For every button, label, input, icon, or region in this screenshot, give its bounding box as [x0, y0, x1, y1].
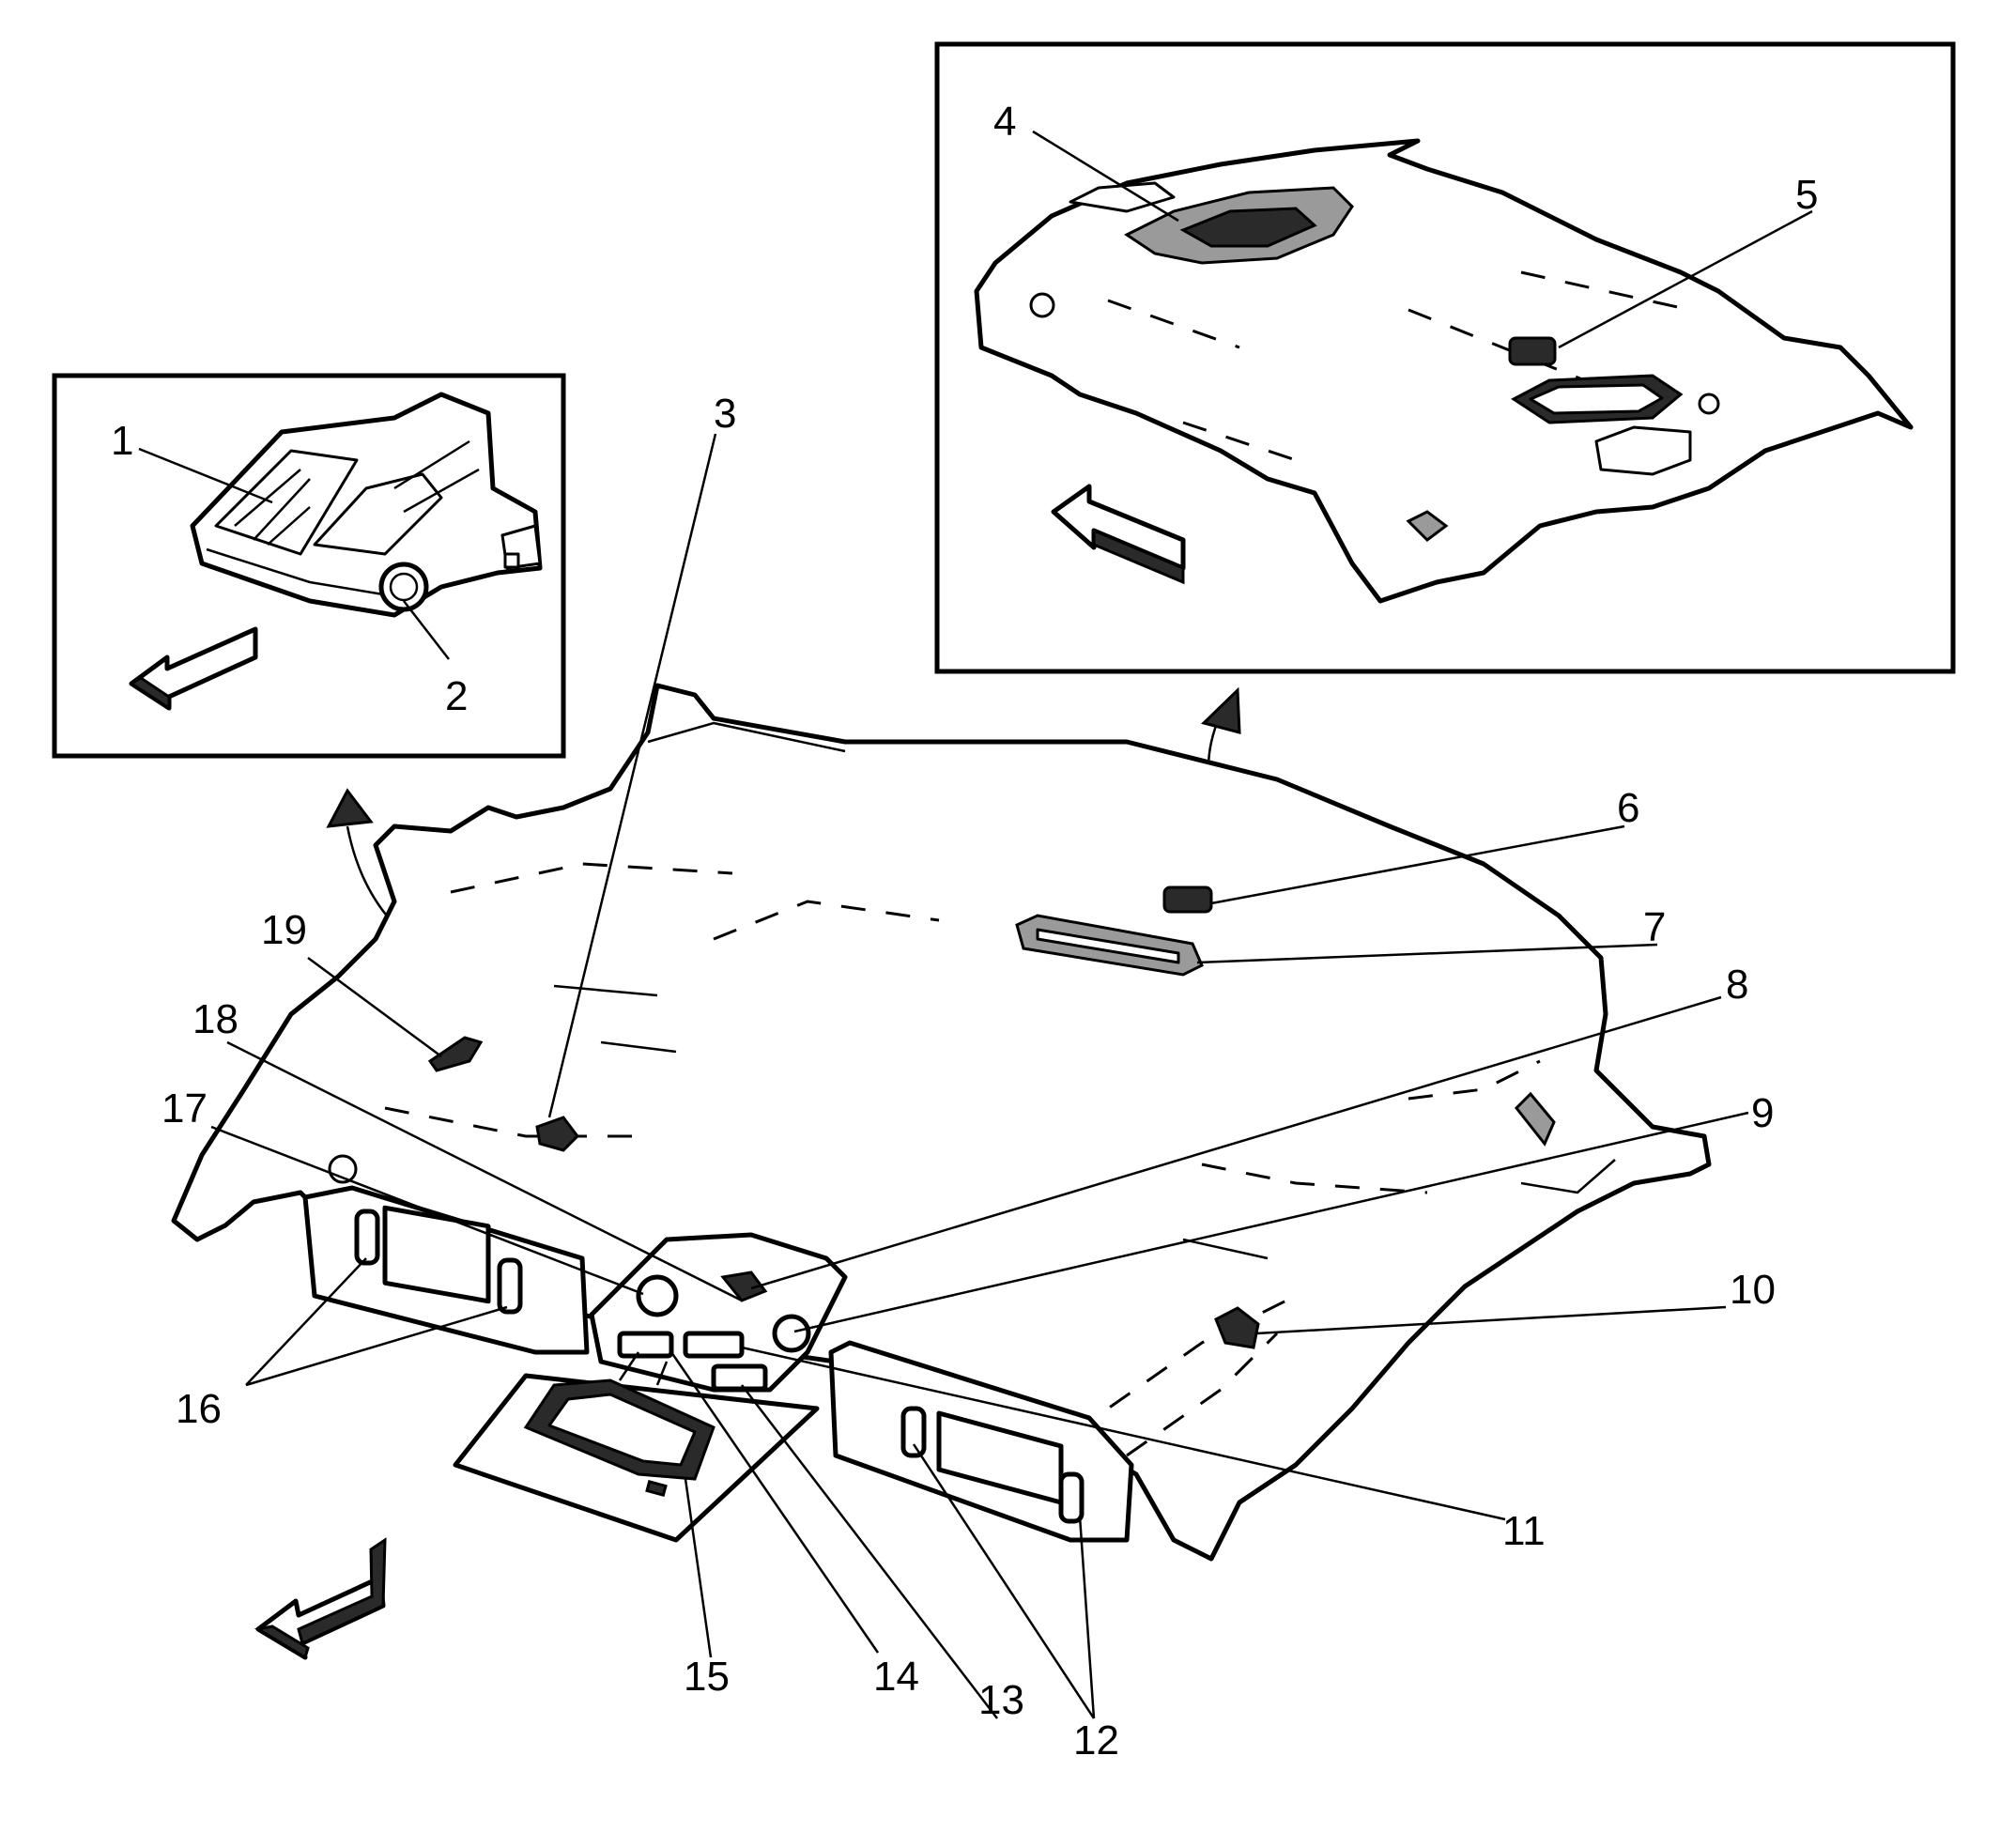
vanity-lamp-left-b — [497, 1257, 523, 1315]
reading-lamp-18 — [636, 1274, 679, 1317]
reading-lamp-lens — [378, 562, 429, 612]
console-switch-8 — [720, 1270, 768, 1302]
vanity-mirror-left — [382, 1205, 491, 1304]
headliner-main — [171, 683, 1712, 1660]
dome-lamp-part — [1508, 336, 1557, 366]
callout-5: 5 — [1795, 172, 1818, 218]
grab-handle-19 — [427, 1036, 484, 1072]
callout-6: 6 — [1617, 785, 1639, 831]
callout-10: 10 — [1730, 1267, 1776, 1313]
callout-4: 4 — [993, 99, 1016, 145]
rear-grab-handle — [1514, 1091, 1556, 1147]
dome-lamp — [1162, 886, 1213, 914]
callout-15: 15 — [684, 1654, 730, 1700]
forward-direction-arrow-icon — [129, 626, 258, 711]
vanity-lamp-left-a — [354, 1209, 380, 1266]
console-lens — [214, 449, 359, 556]
callout-8: 8 — [1726, 962, 1748, 1008]
callout-12: 12 — [1073, 1717, 1119, 1763]
callout-17: 17 — [162, 1086, 208, 1132]
callout-16: 16 — [176, 1386, 222, 1432]
coat-hook — [535, 1116, 579, 1152]
forward-direction-arrow-icon — [1051, 484, 1186, 585]
console-button-14 — [617, 1331, 674, 1359]
forward-direction-arrow-icon — [254, 1537, 387, 1660]
inset-right-detail: 4 5 — [934, 41, 1956, 674]
vanity-lamp-right-a — [900, 1406, 927, 1458]
console-button-11 — [683, 1331, 745, 1359]
leader-lines — [210, 433, 1749, 1719]
callout-11: 11 — [1502, 1508, 1546, 1554]
callout-2: 2 — [445, 673, 468, 719]
callout-3: 3 — [714, 391, 736, 437]
callout-19: 19 — [261, 907, 307, 953]
coat-hook-rear — [1214, 1306, 1260, 1349]
console-button-13 — [711, 1363, 768, 1392]
reading-lamp-9 — [772, 1314, 811, 1353]
callout-1: 1 — [111, 418, 133, 464]
callout-14: 14 — [873, 1654, 919, 1700]
callout-13: 13 — [978, 1677, 1024, 1723]
vanity-lamp-right-b — [1058, 1471, 1085, 1524]
inset-left-detail: 1 2 — [52, 373, 566, 759]
callout-7: 7 — [1643, 904, 1666, 950]
callout-9: 9 — [1751, 1090, 1774, 1136]
callout-18: 18 — [192, 996, 238, 1042]
